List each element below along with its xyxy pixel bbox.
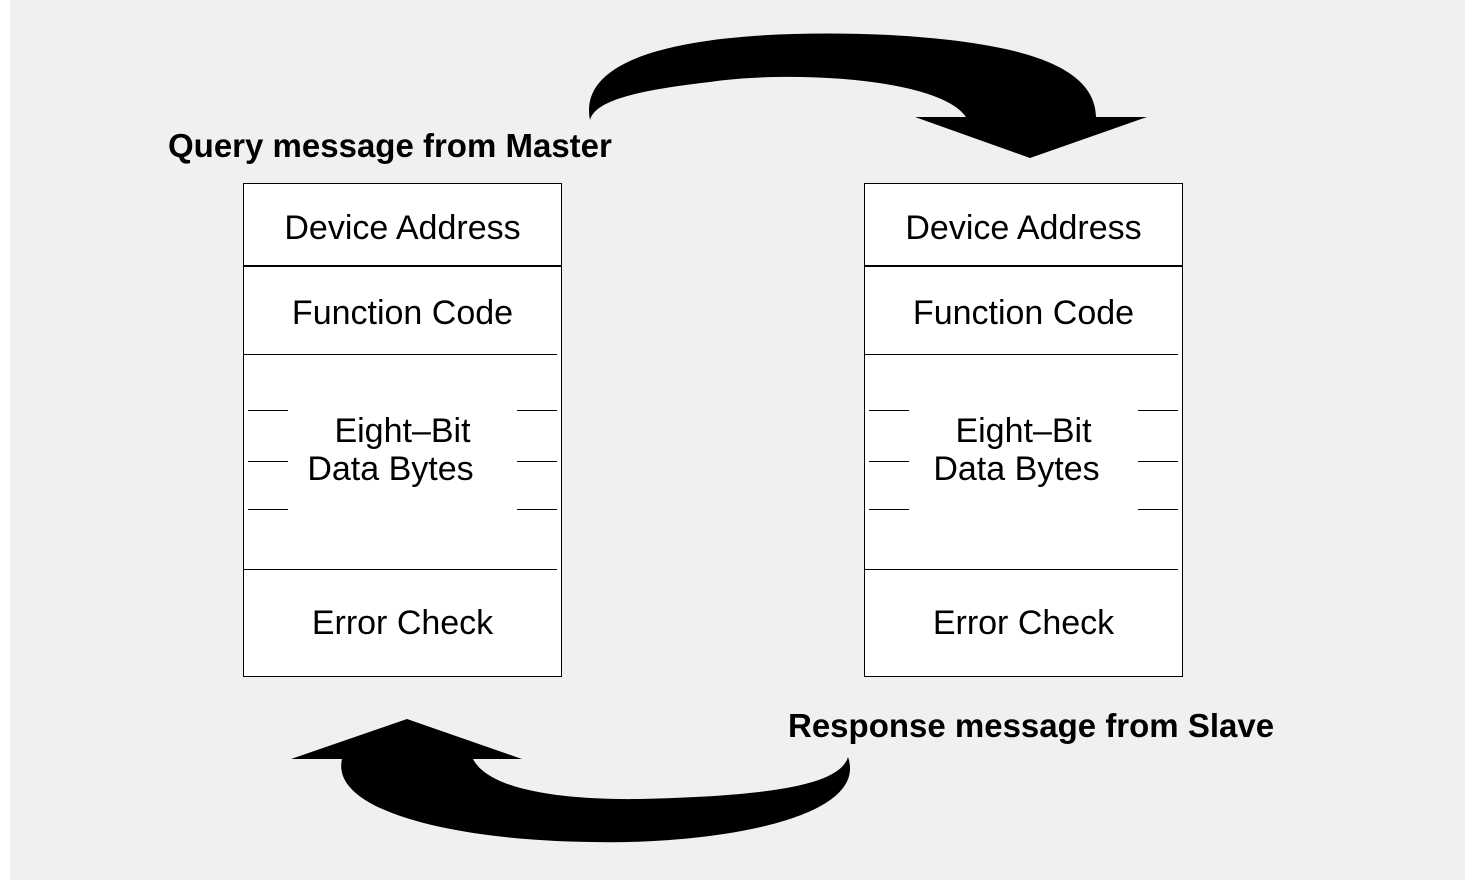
data-byte-tick xyxy=(1138,410,1178,411)
response-message-caption: Response message from Slave xyxy=(788,707,1275,744)
data-byte-tick xyxy=(1138,461,1178,462)
arrow-layer xyxy=(291,33,1147,843)
diagram-canvas: Query message from Master Response messa… xyxy=(10,0,1465,880)
function-code-field: Function Code xyxy=(912,294,1135,332)
data-bytes-label-line1: Eight–Bit xyxy=(334,412,471,450)
data-byte-tick xyxy=(1138,509,1178,510)
data-byte-tick xyxy=(517,410,557,411)
field-divider xyxy=(865,265,1182,267)
data-bytes-label-line2: Data Bytes xyxy=(307,450,474,488)
field-divider xyxy=(244,354,557,355)
function-code-field: Function Code xyxy=(291,294,514,332)
data-byte-tick xyxy=(517,461,557,462)
device-address-field: Device Address xyxy=(284,209,521,247)
device-address-field: Device Address xyxy=(905,209,1142,247)
field-divider xyxy=(244,569,557,570)
data-bytes-label-line2: Data Bytes xyxy=(933,450,1100,488)
data-byte-tick xyxy=(248,509,288,510)
query-to-slave-arrow xyxy=(588,33,1147,158)
field-divider xyxy=(865,354,1178,355)
data-byte-tick xyxy=(248,410,288,411)
data-byte-tick xyxy=(517,509,557,510)
master-query-frame: Device Address Function Code Eight–Bit D… xyxy=(243,183,562,677)
data-byte-tick xyxy=(869,461,909,462)
response-to-master-arrow xyxy=(291,719,851,843)
error-check-field: Error Check xyxy=(932,604,1115,642)
data-byte-tick xyxy=(248,461,288,462)
slave-response-frame: Device Address Function Code Eight–Bit D… xyxy=(864,183,1183,677)
error-check-field: Error Check xyxy=(311,604,494,642)
field-divider xyxy=(244,265,561,267)
data-bytes-label-line1: Eight–Bit xyxy=(955,412,1092,450)
query-message-caption: Query message from Master xyxy=(168,127,612,164)
data-byte-tick xyxy=(869,410,909,411)
data-byte-tick xyxy=(869,509,909,510)
field-divider xyxy=(865,569,1178,570)
